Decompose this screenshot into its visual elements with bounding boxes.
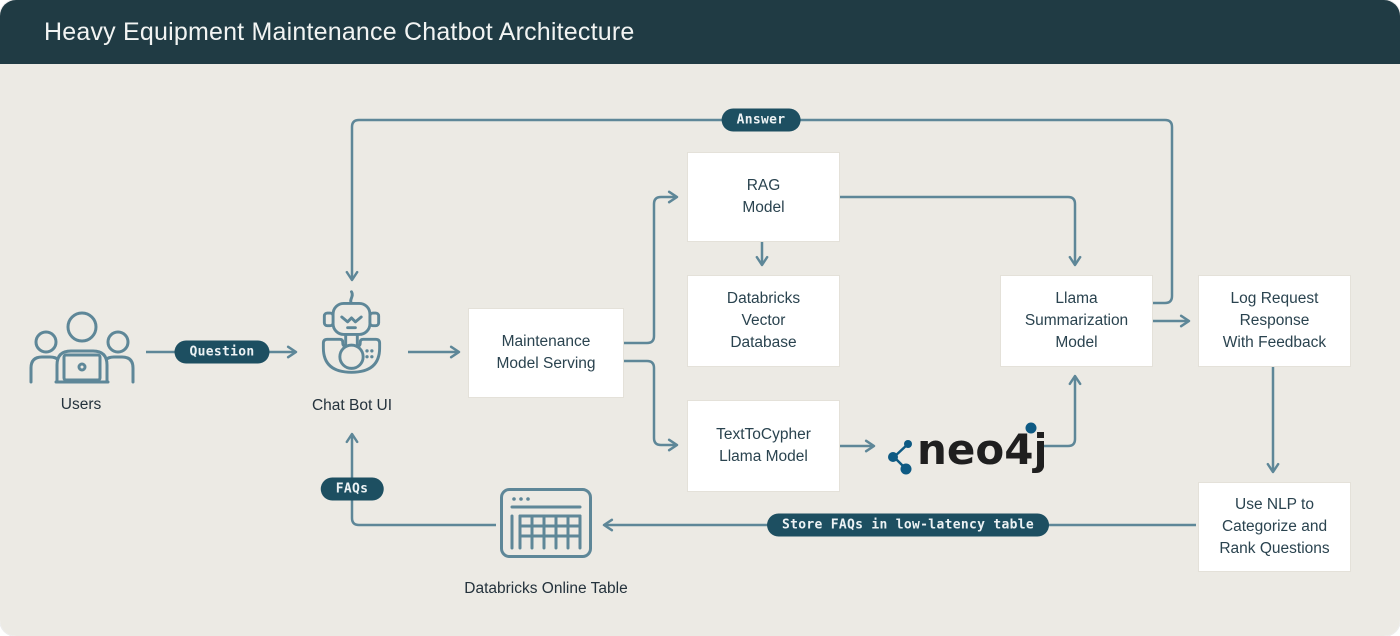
edge-label-faqs: FAQs: [320, 477, 384, 501]
node-use-nlp: Use NLP to Categorize and Rank Questions: [1198, 482, 1351, 572]
edge-label-store-faqs: Store FAQs in low-latency table: [767, 513, 1049, 537]
node-log-request-response: Log Request Response With Feedback: [1198, 275, 1351, 367]
chatbot-label: Chat Bot UI: [311, 397, 393, 414]
neo4j-logo: neo4j: [888, 422, 1044, 475]
wire-maintenance-to-rag: [622, 190, 679, 345]
node-maintenance-model-serving-text: Maintenance Model Serving: [496, 333, 596, 372]
node-llama-summarization-model-text: Llama Summarization Model: [1024, 290, 1129, 351]
node-databricks-vector-database-text: Databricks Vector Database: [726, 290, 801, 351]
wire-table-to-chatbot: [345, 432, 496, 527]
databricks-online-table-label: Databricks Online Table: [464, 580, 628, 597]
online-table-icon: [500, 488, 592, 558]
node-use-nlp-text: Use NLP to Categorize and Rank Questions: [1219, 496, 1330, 557]
wire-maintenance-to-texttocypher: [622, 359, 679, 452]
page-title: Heavy Equipment Maintenance Chatbot Arch…: [44, 17, 635, 46]
wire-neo4j-to-llama: [1038, 374, 1082, 448]
users-group-icon: [29, 311, 135, 384]
title-bar: Heavy Equipment Maintenance Chatbot Arch…: [0, 0, 1400, 64]
node-texttocypher-llama-model-text: TextToCypher Llama Model: [716, 426, 811, 465]
node-rag-model: RAG Model: [687, 152, 840, 242]
edge-label-question: Question: [174, 340, 270, 364]
node-maintenance-model-serving: Maintenance Model Serving: [468, 308, 624, 398]
users-label: Users: [60, 396, 102, 413]
node-texttocypher-llama-model: TextToCypher Llama Model: [687, 400, 840, 492]
diagram-canvas: Users Chat Bot UI Maintenance Model Serv…: [0, 64, 1400, 636]
node-rag-model-text: RAG Model: [742, 177, 785, 216]
edge-label-answer: Answer: [721, 108, 801, 132]
node-llama-summarization-model: Llama Summarization Model: [1000, 275, 1153, 367]
connector-layer: [146, 118, 1280, 532]
node-databricks-vector-database: Databricks Vector Database: [687, 275, 840, 367]
robot-icon: [321, 290, 382, 374]
wire-answer-loop: [345, 118, 1174, 305]
neo4j-wordmark: neo4j: [917, 425, 1044, 474]
wire-rag-to-llama: [839, 195, 1082, 267]
node-log-request-response-text: Log Request Response With Feedback: [1222, 290, 1327, 351]
